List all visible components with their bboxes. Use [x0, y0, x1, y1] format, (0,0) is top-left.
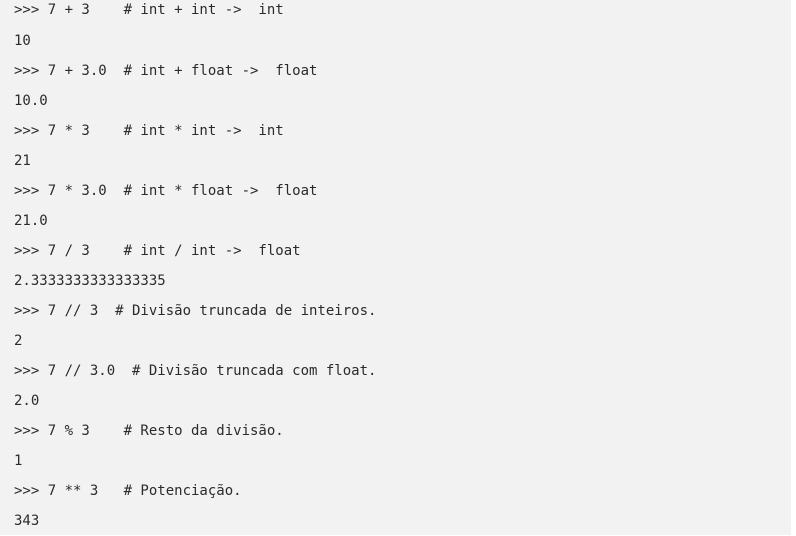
- console-output-line: 343: [14, 513, 40, 529]
- console-output-line: 2.0: [14, 393, 40, 409]
- console-output-line: 21.0: [14, 213, 48, 229]
- console-output-line: 10: [14, 33, 31, 49]
- console-output-line: 2: [14, 333, 23, 349]
- console-input-line: >>> 7 + 3.0 # int + float -> float: [14, 63, 318, 79]
- console-input-line: >>> 7 // 3 # Divisão truncada de inteiro…: [14, 303, 377, 319]
- console-output-line: 1: [14, 453, 23, 469]
- console-input-line: >>> 7 * 3.0 # int * float -> float: [14, 183, 318, 199]
- console-input-line: >>> 7 % 3 # Resto da divisão.: [14, 423, 284, 439]
- console-input-line: >>> 7 / 3 # int / int -> float: [14, 243, 301, 259]
- console-input-line: >>> 7 * 3 # int * int -> int: [14, 123, 284, 139]
- console-output-line: 21: [14, 153, 31, 169]
- console-output-line: 2.3333333333333335: [14, 273, 166, 289]
- console-output-line: 10.0: [14, 93, 48, 109]
- console-input-line: >>> 7 + 3 # int + int -> int: [14, 2, 284, 18]
- console-input-line: >>> 7 // 3.0 # Divisão truncada com floa…: [14, 363, 377, 379]
- console-input-line: >>> 7 ** 3 # Potenciação.: [14, 483, 242, 499]
